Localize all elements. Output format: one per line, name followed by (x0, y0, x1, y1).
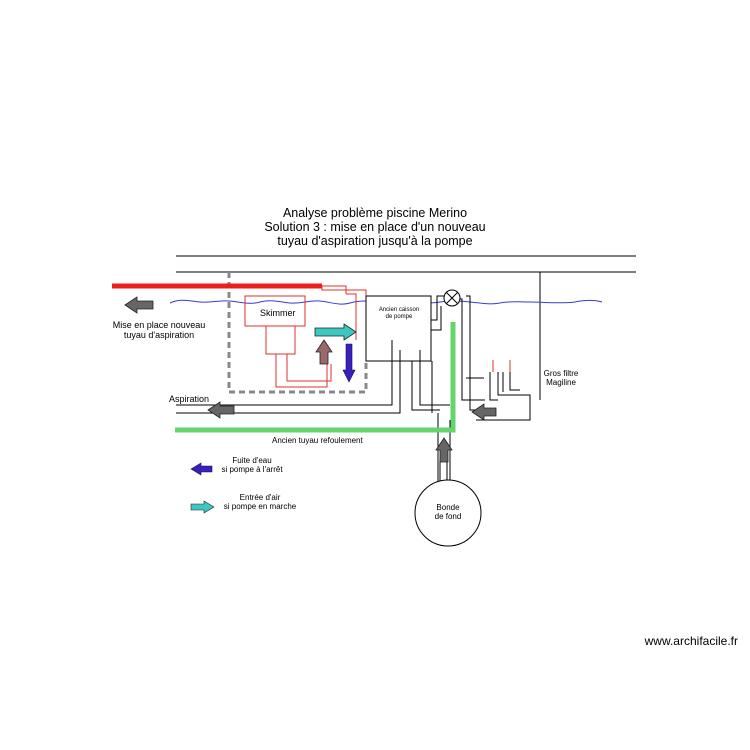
legend-air-label-line-2: si pompe en marche (223, 502, 297, 511)
legend-leak-arrow (190, 462, 213, 476)
diagram-title: Analyse problème piscine Merino Solution… (200, 206, 550, 248)
main-drain-label: Bonde de fond (418, 503, 478, 521)
new-pipe-label-line-2: tuyau d'aspiration (123, 330, 195, 340)
arrow-air-right (314, 323, 357, 341)
arrow-brown-up (315, 339, 333, 365)
pool-edge-lines (176, 255, 636, 400)
skimmer (244, 295, 306, 327)
arrow-new-pipe-left (124, 296, 154, 314)
valve (443, 289, 461, 307)
main-drain-label-line-2: de fond (434, 512, 462, 521)
filter-label-line-1: Gros filtre (543, 369, 579, 378)
title-line-2: Solution 3 : mise en place d'un nouveau (264, 220, 486, 234)
old-pump-box (365, 295, 432, 362)
arrow-drain-up (435, 437, 453, 463)
main-drain (414, 479, 482, 547)
arrow-leak-down (342, 343, 356, 383)
aspiration-label: Aspiration (169, 394, 210, 404)
old-discharge-pipe (175, 322, 456, 433)
black-pipe-network (176, 295, 531, 482)
arrow-aspiration-left (207, 401, 235, 419)
legend-air-arrow (190, 500, 215, 514)
old-pump-box-label: Ancien caisson de pompe (368, 307, 430, 321)
watermark-link[interactable]: www.archifacile.fr (644, 634, 738, 648)
legend-air-label-line-1: Entrée d'air (239, 493, 281, 502)
filter-label-line-2: Magiline (546, 378, 576, 387)
legend-leak-label-line-2: si pompe à l'arrêt (221, 465, 283, 474)
filter-label: Gros filtre Magiline (538, 369, 584, 387)
main-drain-label-line-1: Bonde (436, 503, 460, 512)
legend-leak-label-line-1: Fuite d'eau (232, 456, 272, 465)
arrow-filter-left (471, 403, 497, 421)
old-pump-box-label-line-2: de pompe (385, 314, 413, 320)
title-line-1: Analyse problème piscine Merino (282, 206, 468, 220)
skimmer-label: Skimmer (260, 308, 296, 318)
new-pipe-label: Mise en place nouveau tuyau d'aspiration (104, 320, 214, 340)
new-pipe-label-line-1: Mise en place nouveau (112, 320, 206, 330)
old-pump-box-label-line-1: Ancien caisson (378, 307, 420, 313)
legend-leak-label: Fuite d'eau si pompe à l'arrêt (212, 456, 292, 474)
dashed-outline (227, 272, 368, 394)
old-discharge-pipe-label: Ancien tuyau refoulement (272, 436, 363, 445)
title-line-3: tuyau d'aspiration jusqu'à la pompe (277, 234, 473, 248)
legend-air-label: Entrée d'air si pompe en marche (215, 493, 305, 511)
